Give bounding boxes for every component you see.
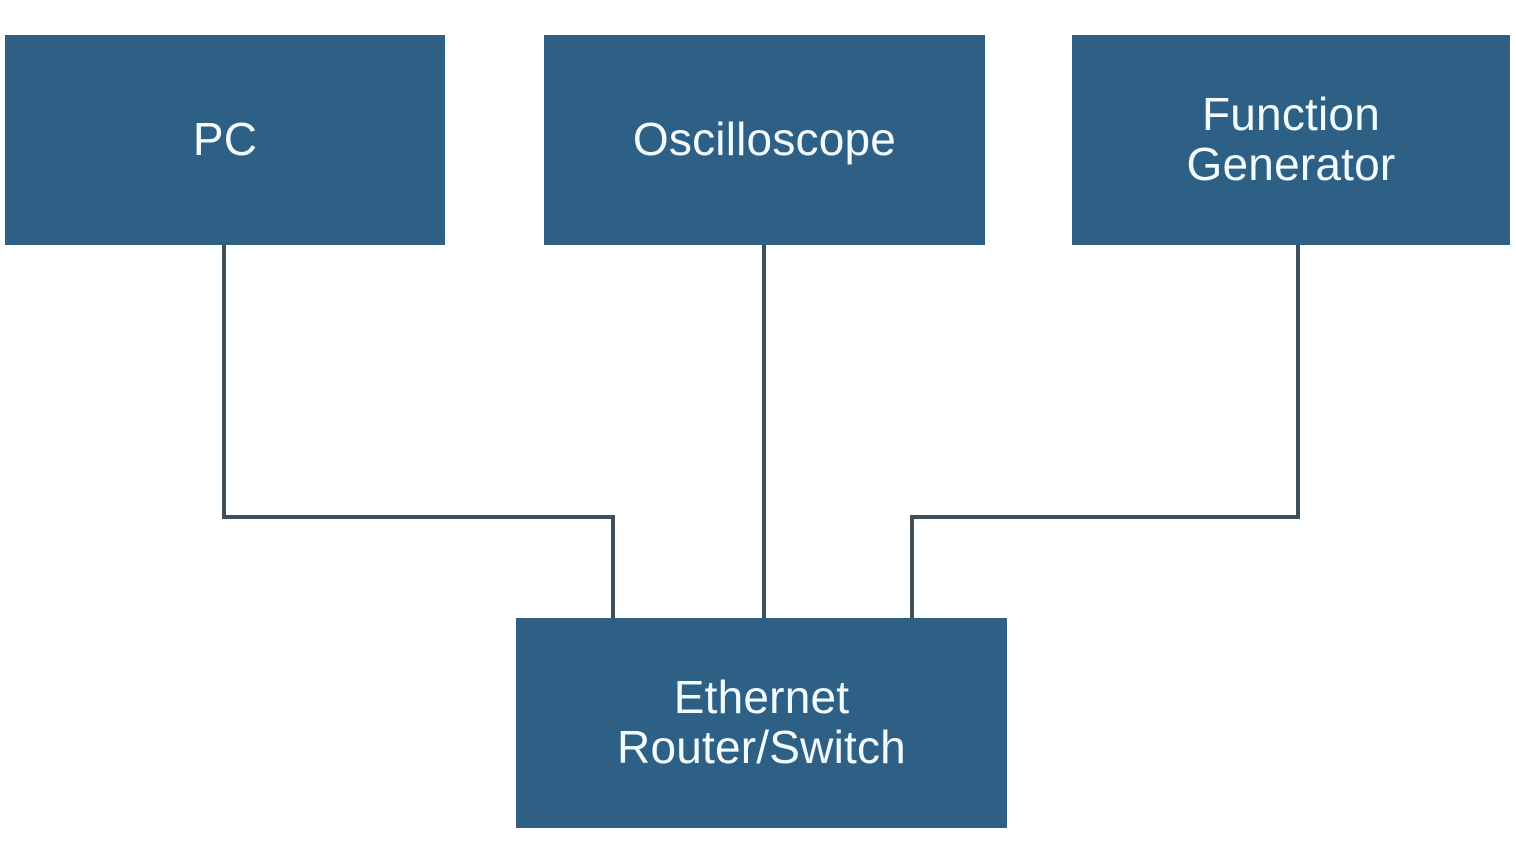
node-ethernet-router-switch[interactable]: Ethernet Router/Switch <box>516 618 1007 828</box>
node-oscilloscope-label: Oscilloscope <box>632 113 897 166</box>
node-function-generator-label: Function Generator <box>1186 88 1396 190</box>
node-pc[interactable]: PC <box>5 35 445 245</box>
node-pc-label: PC <box>192 113 258 166</box>
connector-pc-to-ethernet <box>222 245 615 620</box>
node-ethernet-router-switch-label: Ethernet Router/Switch <box>617 671 906 773</box>
node-function-generator[interactable]: Function Generator <box>1072 35 1510 245</box>
connector-function-generator-to-ethernet <box>910 245 1300 620</box>
node-oscilloscope[interactable]: Oscilloscope <box>544 35 985 245</box>
